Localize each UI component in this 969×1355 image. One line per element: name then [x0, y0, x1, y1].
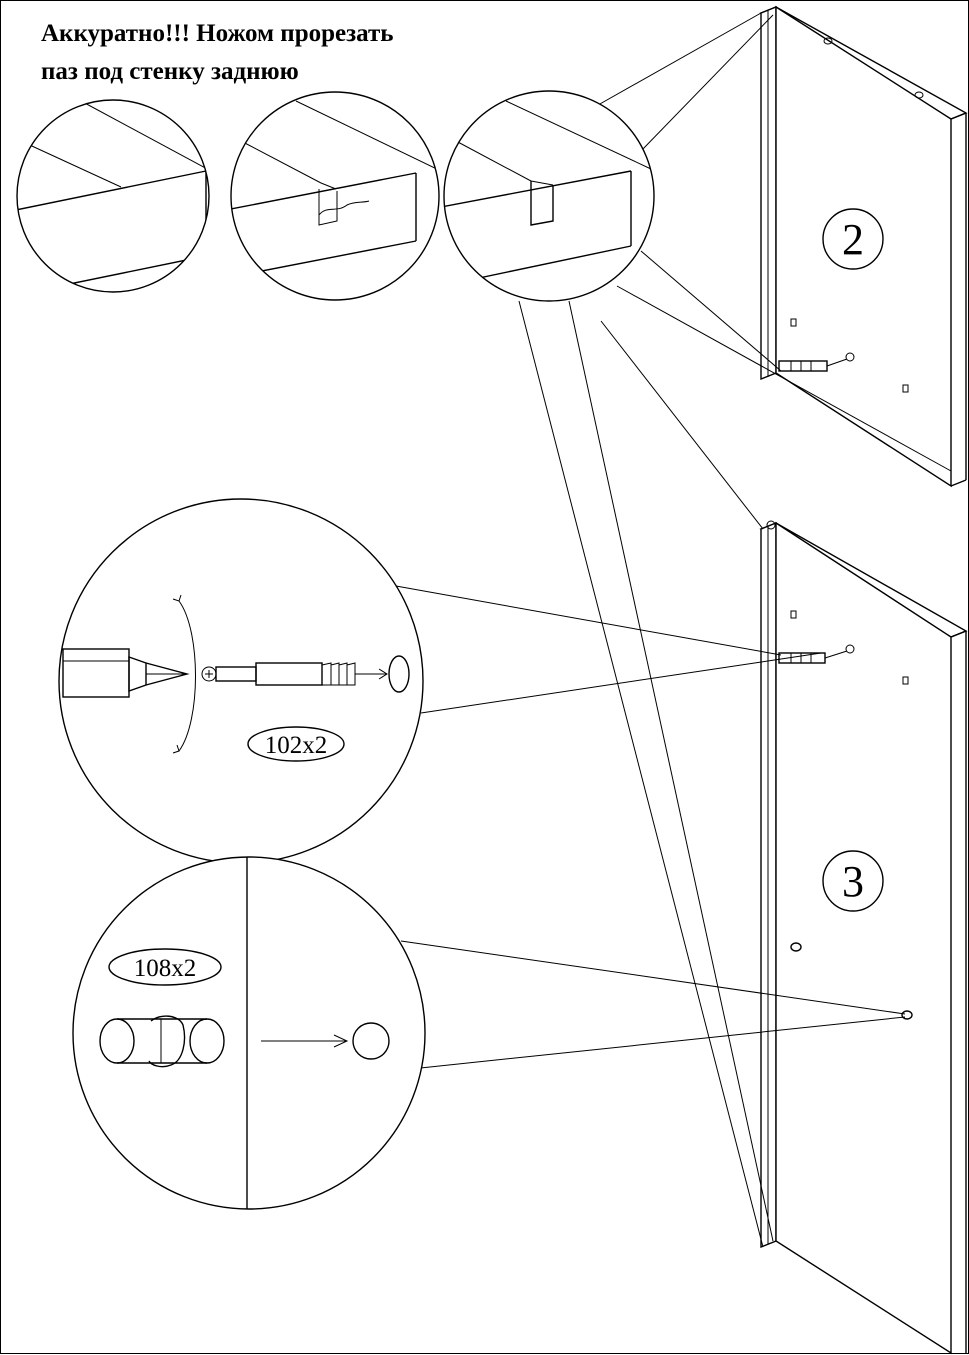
quantity-102: 102x2 — [265, 732, 328, 759]
step-3-number: 3 — [842, 857, 864, 906]
quantity-108: 108x2 — [134, 955, 197, 982]
quantity-badge-102 — [247, 726, 345, 762]
eccentric-tie-detail: 102x2 — [58, 498, 424, 864]
quantity-badge-108 — [108, 948, 222, 986]
instruction-title-line2: паз под стенку заднюю — [41, 58, 299, 85]
step-3-badge — [822, 850, 884, 912]
groove-detail-3 — [443, 90, 655, 302]
instruction-title-line1: Аккуратно!!! Ножом прорезать — [41, 20, 394, 47]
groove-detail-2 — [230, 91, 440, 301]
step-2-number: 2 — [842, 215, 864, 264]
dowel-detail: 108x2 — [72, 856, 426, 1210]
leader-lines — [395, 12, 952, 1248]
step-2-badge — [822, 208, 884, 270]
panel-step-3 — [759, 520, 968, 1355]
groove-detail-1 — [16, 99, 210, 293]
